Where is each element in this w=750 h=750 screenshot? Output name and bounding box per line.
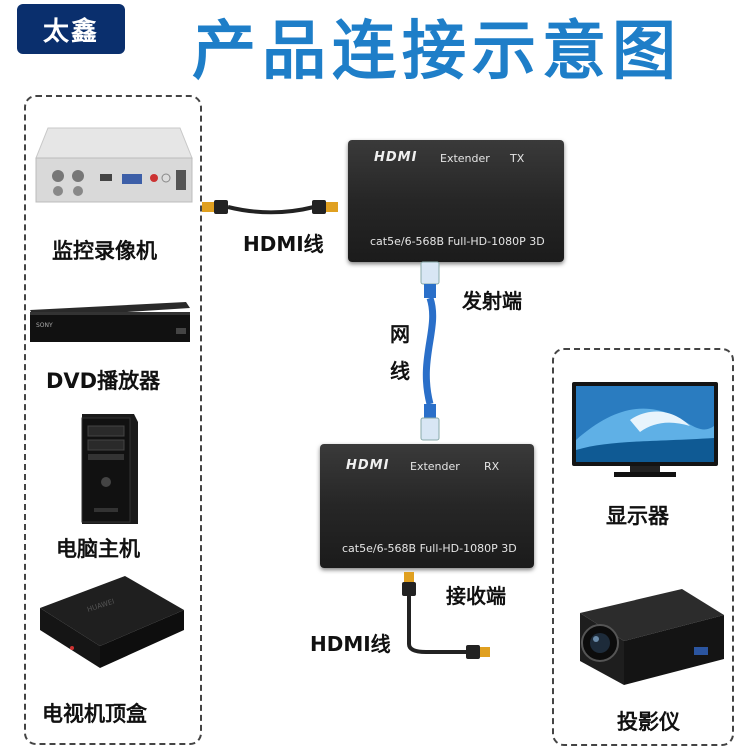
- monitor-icon: [572, 382, 718, 477]
- hdmi-out-label: HDMI线: [310, 632, 391, 656]
- network-label-2: 线: [390, 359, 410, 383]
- network-label-1: 网: [390, 322, 410, 346]
- rx-spec: cat5e/6-568B Full-HD-1080P 3D: [342, 542, 517, 555]
- tx-name: Extender: [440, 152, 490, 165]
- svg-text:SONY: SONY: [36, 322, 53, 329]
- tx-extender: HDMI Extender TX cat5e/6-568B Full-HD-10…: [348, 140, 564, 262]
- desktop-pc-icon: [81, 414, 138, 524]
- hdmi-in-label: HDMI线: [243, 232, 324, 256]
- tx-spec: cat5e/6-568B Full-HD-1080P 3D: [370, 235, 545, 248]
- projector-icon: [580, 589, 724, 685]
- rx-name: Extender: [410, 460, 460, 473]
- brand-badge: 太鑫: [17, 4, 125, 54]
- tx-label: 发射端: [462, 289, 522, 313]
- display-devices-group: [552, 348, 734, 746]
- rx-hdmi-logo: HDMI: [346, 458, 390, 473]
- source-label-stb: 电视机顶盒: [42, 702, 147, 726]
- dvd-player-icon: SONY: [30, 302, 190, 342]
- source-label-dvr: 监控录像机: [52, 239, 157, 263]
- dvr-recorder-icon: [35, 127, 193, 203]
- display-label-projector: 投影仪: [617, 710, 680, 734]
- rx-extender: HDMI Extender RX cat5e/6-568B Full-HD-10…: [320, 444, 534, 568]
- display-label-monitor: 显示器: [606, 504, 669, 528]
- network-cable: [420, 261, 440, 441]
- tv-set-top-box-icon: HUAWEI: [40, 576, 184, 668]
- page-title: 产品连接示意图: [192, 15, 682, 89]
- hdmi-cable-out: [402, 572, 490, 659]
- tx-tag: TX: [510, 152, 525, 165]
- hdmi-cable-in: [202, 200, 338, 215]
- rx-label: 接收端: [446, 584, 506, 608]
- source-label-dvd: DVD播放器: [46, 369, 161, 393]
- rx-tag: RX: [484, 460, 500, 473]
- tx-hdmi-logo: HDMI: [374, 150, 418, 165]
- source-devices-group: [24, 95, 202, 745]
- source-label-pc: 电脑主机: [56, 537, 140, 561]
